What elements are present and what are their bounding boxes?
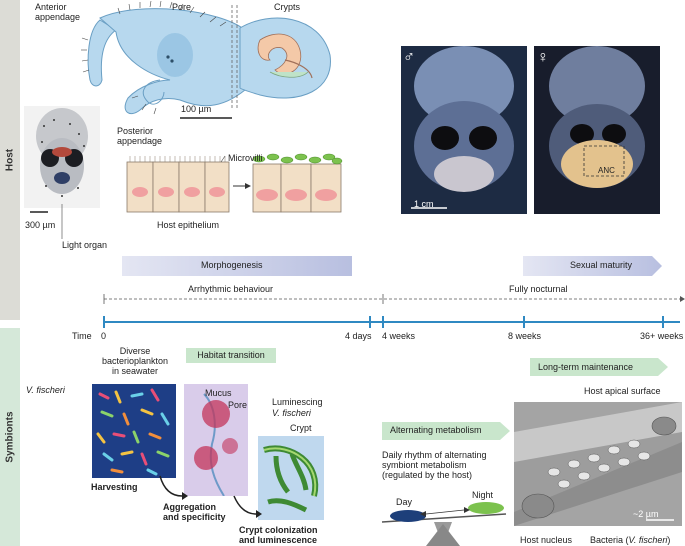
epithelium-diagram [126,153,343,213]
light-organ-label: Light organ [62,240,108,250]
host-apical-label: Host apical surface [584,386,661,396]
long-term-maintenance-label: Long-term maintenance [538,362,634,372]
tick-4-weeks: 4 weeks [382,331,416,341]
host-nucleus-label: Host nucleus [520,535,573,545]
nocturnal-label: Fully nocturnal [509,284,568,294]
v-fischeri-label-2: V. fischeri [272,408,311,418]
alternating-metabolism-band [382,422,510,440]
v-fischeri-label: V. fischeri [26,385,65,395]
bacteria-species: V. fischeri [628,535,668,545]
tick-0: 0 [101,331,107,341]
mucus-label: Mucus [205,388,232,398]
symbionts-sidebar: Symbionts [0,328,20,546]
host-epithelium-label: Host epithelium [157,220,220,230]
sexual-maturity-label: Sexual maturity [570,260,633,270]
luminescing-label: Luminescing [272,397,323,407]
tem-scale-label: ~2 µm [633,509,659,519]
metabolism-seesaw [381,502,507,546]
crypt-label: Crypt [290,423,312,433]
tem-micrograph [514,402,682,526]
night-label: Night [472,490,494,500]
female-symbol: ♀ [537,49,549,66]
sexual-maturity-band [523,256,662,276]
male-squid-photo [401,46,527,214]
aggregation-box [184,384,248,496]
juvenile-squid-photo [24,106,100,208]
symbionts-label: Symbionts [4,411,16,463]
day-label: Day [396,497,413,507]
crypt-colonization-box [258,436,324,520]
adult-scale-label: 1 cm [414,199,434,209]
timeline [103,256,685,328]
stage-arrows [159,475,262,518]
time-label: Time [72,331,92,341]
anterior-appendage-label: Anterior appendage [35,2,81,22]
organ-scale-label: 100 µm [181,104,212,114]
bacteria-label: Bacteria (V. fischeri) [590,535,670,545]
bacteria-suffix: ) [667,535,671,545]
host-label: Host [4,148,16,172]
alternating-metabolism-label: Alternating metabolism [390,425,482,435]
tick-4-days: 4 days [345,331,372,341]
morphogenesis-label: Morphogenesis [201,260,263,270]
microvilli-label: Microvilli [228,153,263,163]
tick-8-weeks: 8 weeks [508,331,542,341]
aggregation-label: Aggregation and specificity [163,502,226,522]
arrhythmic-label: Arrhythmic behaviour [188,284,274,294]
juvenile-scale-label: 300 µm [25,220,56,230]
crypt-colonization-label: Crypt colonization and luminescence [239,525,318,545]
male-symbol: ♂ [403,49,415,66]
morphogenesis-band [122,256,352,276]
diverse-bacterioplankton-label: Diverse bacterioplankton in seawater [101,346,169,376]
anc-label: ANC [598,166,615,175]
crypts-label: Crypts [274,2,301,12]
harvesting-label: Harvesting [91,482,138,492]
host-sidebar: Host [0,0,20,320]
juvenile-annotations [30,204,63,239]
tick-36-weeks: 36+ weeks [640,331,684,341]
female-squid-photo [534,46,660,214]
bacteria-prefix: Bacteria ( [590,535,629,545]
seawater-box [92,384,176,478]
metabolism-description: Daily rhythm of alternating symbiont met… [382,450,487,480]
habitat-transition-box: Habitat transition [186,348,276,363]
pore-label-2: Pore [228,400,248,410]
light-organ-diagram [81,0,331,119]
long-term-maintenance-band [530,358,668,376]
pore-label: Pore [172,2,192,12]
posterior-appendage-label: Posterior appendage [117,126,163,146]
